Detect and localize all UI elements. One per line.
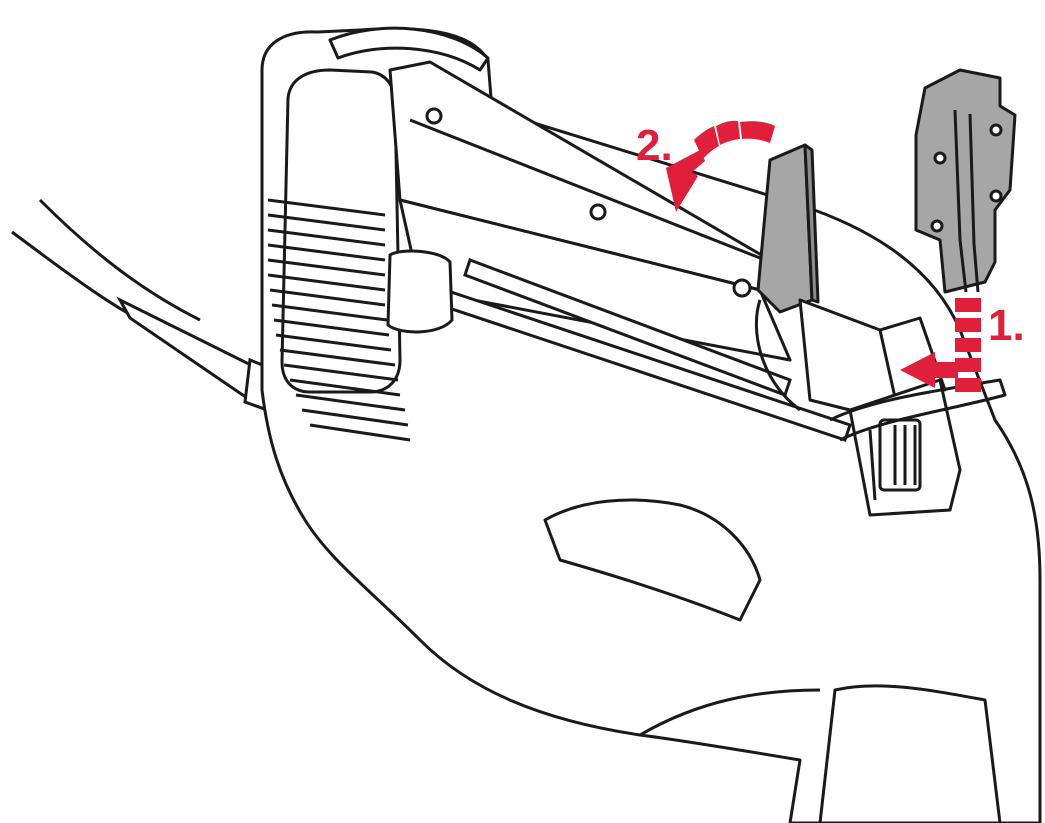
- rotate-arrow-icon: [666, 120, 775, 212]
- insert-cartridge: [914, 68, 1017, 294]
- arrow-right-icon: [900, 352, 958, 388]
- pusher-rods: [386, 249, 852, 442]
- magazine-arm: [388, 60, 792, 362]
- step-2-label: 2.: [636, 121, 673, 170]
- step-1-label: 1.: [988, 301, 1025, 350]
- power-cord: [11, 198, 302, 423]
- arrow-down-icon: [955, 298, 981, 392]
- front-nose: [798, 298, 1007, 517]
- release-latch: [754, 143, 820, 412]
- vent-ribs: [267, 198, 411, 442]
